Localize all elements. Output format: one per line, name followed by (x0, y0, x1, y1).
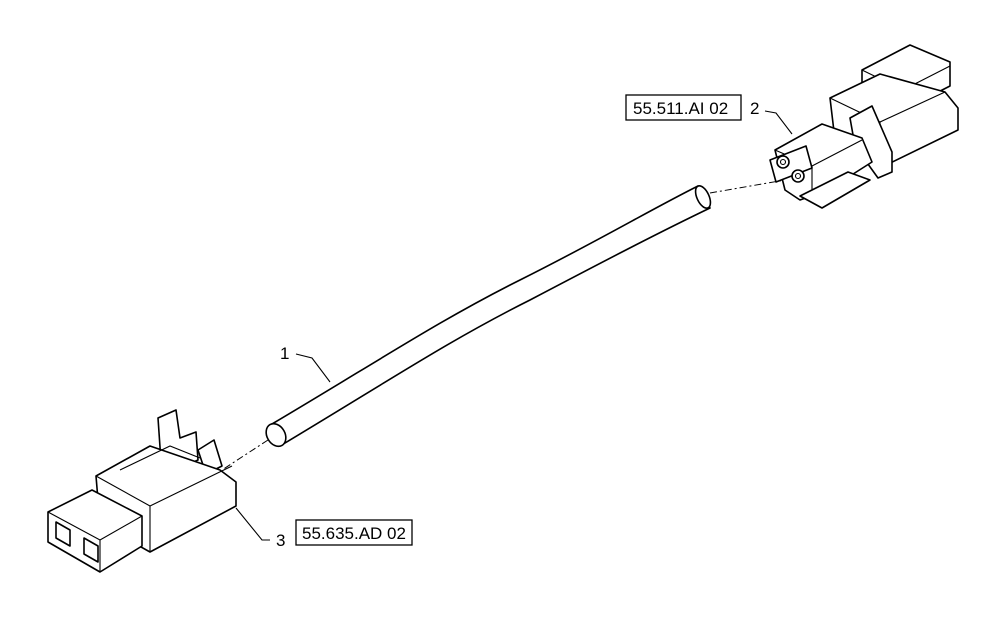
item-1-label: 1 (280, 344, 289, 363)
item-3-label: 3 (276, 531, 285, 550)
connector-left (47, 409, 237, 573)
alignment-line-right (709, 179, 786, 194)
leader-item-2 (764, 110, 793, 135)
reference-item-3[interactable]: 55.635.AD 02 (302, 524, 406, 543)
reference-box-item-3 (295, 519, 413, 546)
reference-box-item-2 (625, 94, 742, 121)
leader-item-1 (295, 353, 331, 383)
item-2-label: 2 (750, 99, 759, 118)
alignment-line-left (221, 439, 269, 471)
reference-item-2[interactable]: 55.511.AI 02 (633, 99, 728, 118)
leader-item-3 (235, 507, 270, 541)
connector-right (769, 44, 959, 209)
wire (265, 185, 712, 448)
